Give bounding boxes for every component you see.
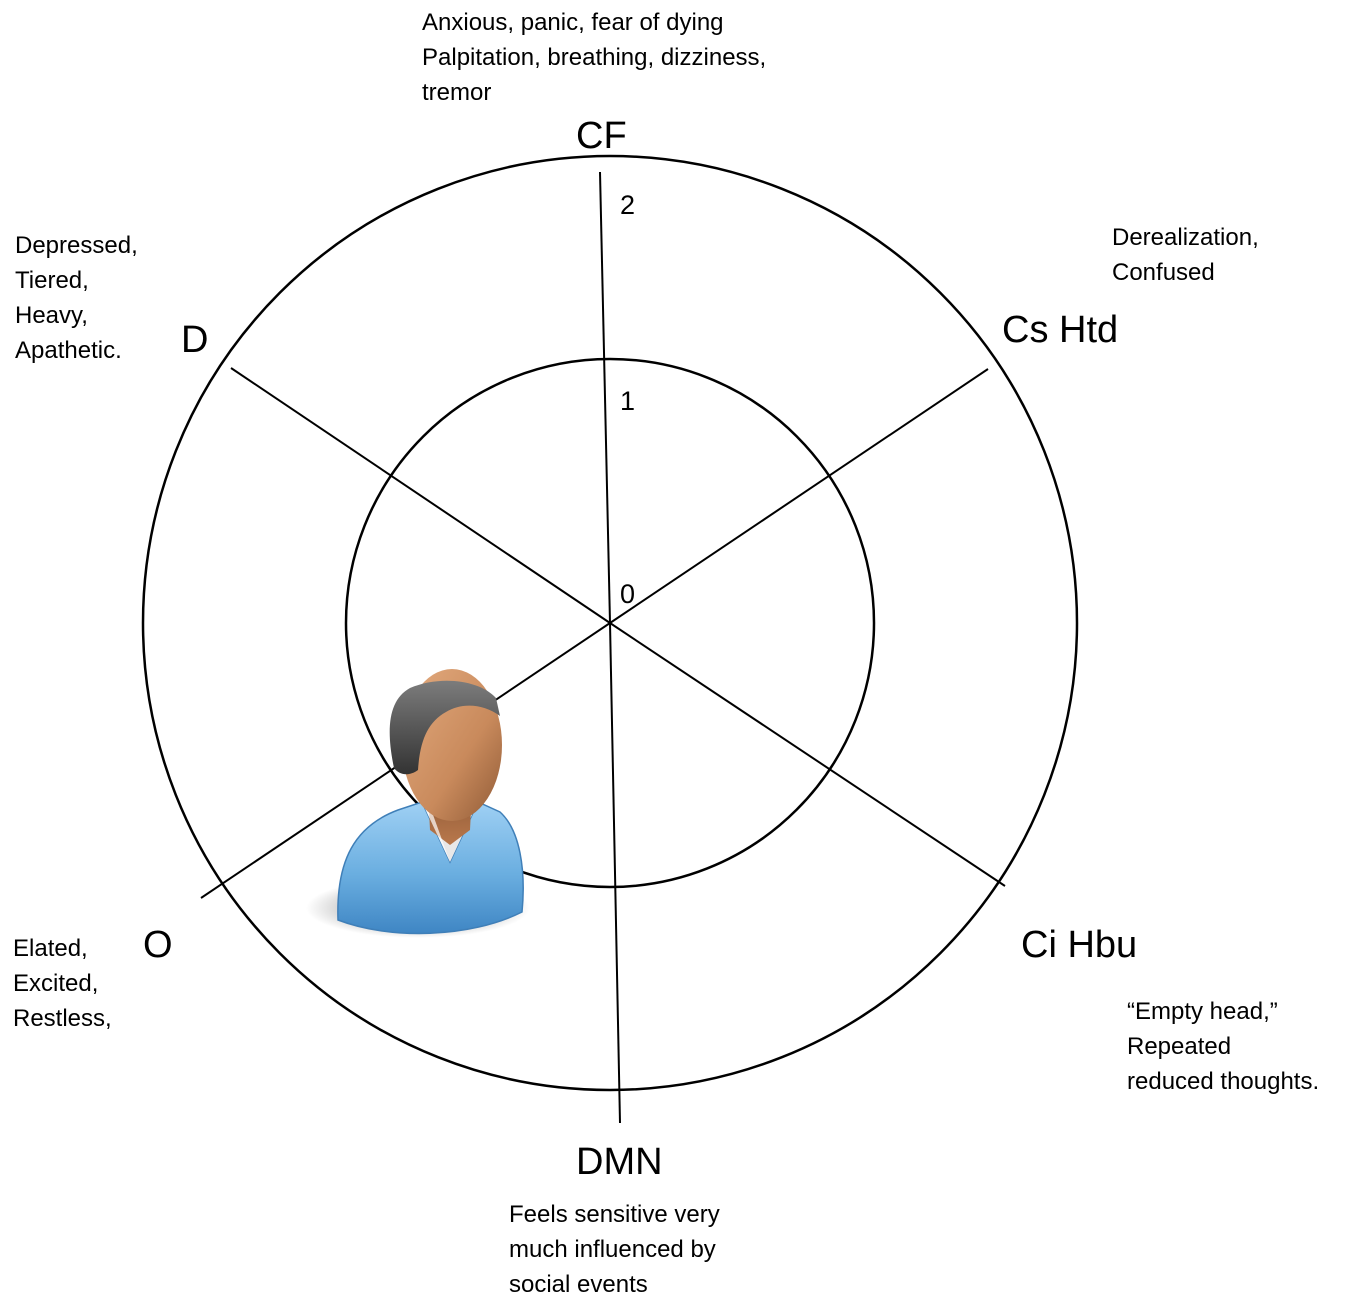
- outer-ring: [141, 154, 1079, 1092]
- axis-label-cf: CF: [576, 115, 627, 157]
- description-line: much influenced by: [509, 1236, 716, 1263]
- description-line: reduced thoughts.: [1127, 1068, 1320, 1095]
- spoke-ci-hbu: [609, 622, 1006, 887]
- description-line: Excited,: [13, 970, 99, 997]
- description-line: Heavy,: [15, 302, 88, 329]
- spoke-cf: [599, 171, 611, 624]
- description-line: Depressed,: [15, 232, 138, 259]
- person-icon: [306, 669, 530, 938]
- axis-description-dmn: Feels sensitive very much influenced by …: [509, 1197, 720, 1302]
- axis-description-o: Elated, Excited, Restless,: [13, 931, 112, 1036]
- description-line: Apathetic.: [15, 337, 122, 364]
- description-line: Palpitation, breathing, dizziness,: [422, 44, 767, 71]
- description-line: Repeated: [1127, 1033, 1232, 1060]
- description-line: Restless,: [13, 1005, 112, 1032]
- scale-tick-2: 2: [620, 190, 636, 220]
- scale-tick-1: 1: [620, 386, 636, 416]
- axis-label-cs-htd: Cs Htd: [1002, 309, 1119, 351]
- description-line: tremor: [422, 79, 492, 106]
- description-line: “Empty head,”: [1127, 998, 1278, 1025]
- axis-description-ci-hbu: “Empty head,” Repeated reduced thoughts.: [1127, 994, 1319, 1099]
- inner-ring: [344, 357, 876, 889]
- description-line: Anxious, panic, fear of dying: [422, 9, 724, 36]
- description-line: social events: [509, 1271, 648, 1298]
- axis-label-d: D: [181, 319, 209, 361]
- axis-description-cf: Anxious, panic, fear of dying Palpitatio…: [422, 5, 766, 110]
- description-line: Derealization,: [1112, 224, 1259, 251]
- spoke-cs-htd: [609, 368, 989, 624]
- spoke-d: [230, 367, 611, 624]
- description-line: Feels sensitive very: [509, 1201, 720, 1228]
- spoke-dmn: [609, 622, 621, 1124]
- description-line: Confused: [1112, 259, 1215, 286]
- axis-label-dmn: DMN: [576, 1141, 663, 1183]
- axis-label-o: O: [143, 924, 173, 966]
- axis-description-d: Depressed, Tiered, Heavy, Apathetic.: [15, 228, 138, 368]
- description-line: Tiered,: [15, 267, 89, 294]
- axis-description-cs-htd: Derealization, Confused: [1112, 220, 1259, 290]
- description-line: Elated,: [13, 935, 88, 962]
- axis-label-ci-hbu: Ci Hbu: [1021, 924, 1138, 966]
- scale-tick-0: 0: [620, 579, 636, 609]
